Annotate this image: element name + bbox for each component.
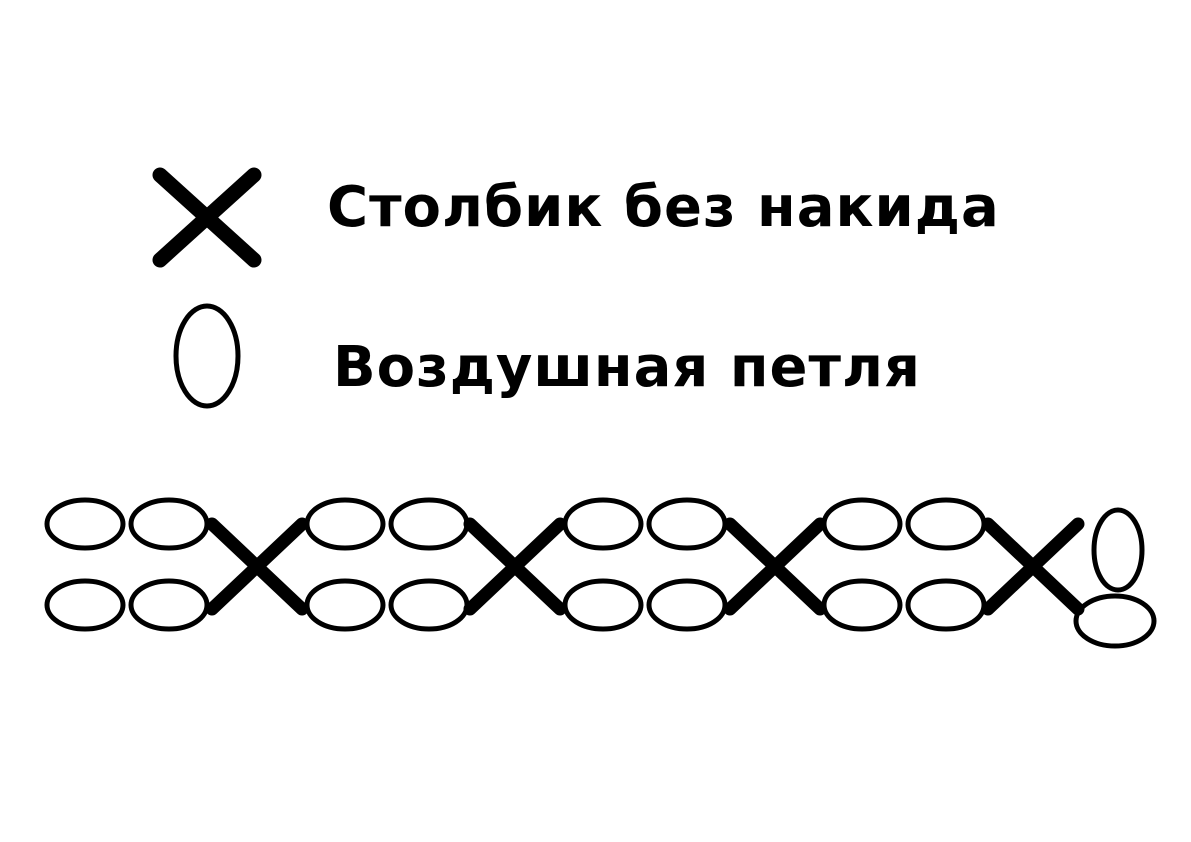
chain-oval-bottom — [128, 578, 210, 632]
legend-label-single-crochet: Столбик без накида — [327, 175, 1000, 240]
oval-loop-icon — [173, 303, 241, 409]
chain-oval-bottom — [562, 578, 644, 632]
x-cross-icon-stroke-b — [152, 167, 262, 268]
turning-chain-oval-horizontal — [1073, 593, 1157, 649]
chain-oval-top — [304, 497, 386, 551]
x-cross-icon — [152, 167, 262, 268]
single-crochet-cross-stroke-b — [463, 517, 567, 616]
chain-oval-top — [905, 497, 987, 551]
chain-oval-top — [128, 497, 210, 551]
chain-oval-bottom — [304, 578, 386, 632]
single-crochet-cross — [723, 517, 827, 616]
chain-oval-bottom — [905, 578, 987, 632]
single-crochet-cross-stroke-b — [205, 517, 309, 616]
single-crochet-cross — [463, 517, 567, 616]
chain-oval-bottom — [646, 578, 728, 632]
chain-oval-top — [44, 497, 126, 551]
chain-oval-top — [562, 497, 644, 551]
chain-oval-bottom — [44, 578, 126, 632]
chain-oval-top — [646, 497, 728, 551]
single-crochet-cross — [205, 517, 309, 616]
chain-oval-top — [821, 497, 903, 551]
single-crochet-cross — [981, 517, 1085, 616]
legend-label-chain-stitch: Воздушная петля — [333, 335, 921, 400]
chain-oval-top — [388, 497, 470, 551]
turning-chain-oval-vertical — [1091, 507, 1145, 593]
single-crochet-cross-stroke-b — [981, 517, 1085, 616]
chain-oval-bottom — [821, 578, 903, 632]
chain-oval-bottom — [388, 578, 470, 632]
single-crochet-cross-stroke-b — [723, 517, 827, 616]
stitch-pattern — [44, 497, 1157, 649]
legend-icons — [152, 167, 262, 409]
